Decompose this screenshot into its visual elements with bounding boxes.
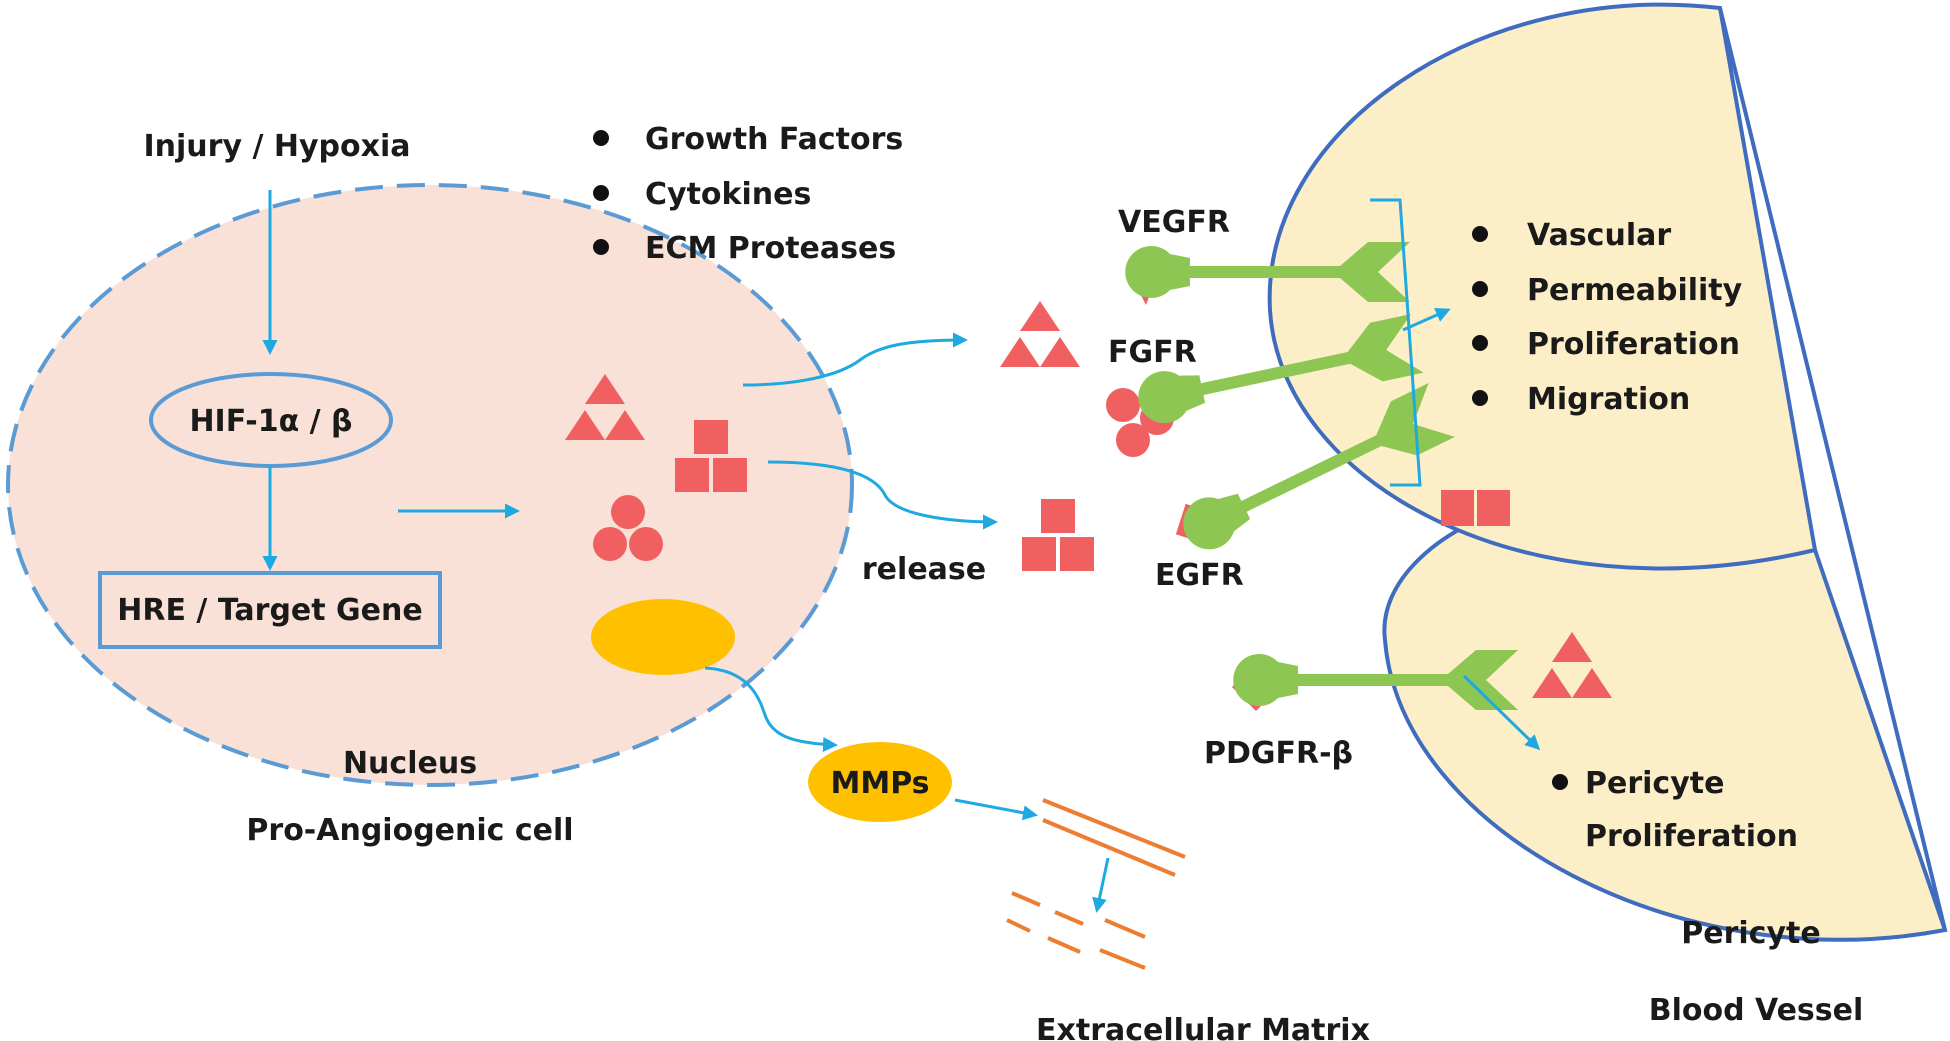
released-square-group xyxy=(1022,499,1094,571)
egfr-label: EGFR xyxy=(1155,558,1244,593)
bullet xyxy=(593,130,609,146)
effect-proliferation: Proliferation xyxy=(1527,327,1740,362)
factor-cytokines: Cytokines xyxy=(645,177,811,212)
injury-hypoxia-label: Injury / Hypoxia xyxy=(144,129,411,164)
pericyte-triangle-ligands xyxy=(1532,632,1612,698)
pericyte-label: Pericyte xyxy=(1681,916,1820,951)
blood-vessel-label: Blood Vessel xyxy=(1649,993,1864,1028)
release-arrow-lower xyxy=(767,460,998,530)
pdgfr-receptor xyxy=(1233,650,1518,710)
bracket-to-effects-arrow xyxy=(1402,308,1451,332)
ecm-degradation-arrow xyxy=(1092,857,1110,913)
vessel-square-ligands xyxy=(1441,490,1510,526)
pericyte-effect-line1: Pericyte xyxy=(1585,766,1724,801)
effect-vascular: Vascular xyxy=(1527,218,1671,253)
mmp-vesicle xyxy=(591,599,735,675)
factor-growth-factors: Growth Factors xyxy=(645,122,903,157)
release-label: release xyxy=(862,552,986,587)
effect-permeability: Permeability xyxy=(1527,273,1743,308)
fgfr-label: FGFR xyxy=(1108,335,1197,370)
cell-label: Pro-Angiogenic cell xyxy=(246,813,573,848)
ecm-label: Extracellular Matrix xyxy=(1036,1013,1370,1041)
factor-ecm-proteases: ECM Proteases xyxy=(645,231,896,266)
vegfr-label: VEGFR xyxy=(1118,205,1230,240)
pdgfr-label: PDGFR-β xyxy=(1204,736,1353,771)
bullet xyxy=(1472,335,1488,351)
hre-box xyxy=(98,571,442,649)
vessel-effects-list: Vascular Permeability Proliferation Migr… xyxy=(1472,218,1743,417)
nucleus-label: Nucleus xyxy=(343,746,477,781)
mmp-secretion-arrow xyxy=(704,666,838,752)
hif-label: HIF-1α / β xyxy=(189,404,352,439)
effect-migration: Migration xyxy=(1527,382,1690,417)
mmp-to-ecm-arrow xyxy=(954,798,1038,821)
ecm-fibers-degraded xyxy=(1006,891,1146,970)
pdgfr-to-pericyte-arrow xyxy=(1462,674,1541,751)
bullet xyxy=(593,239,609,255)
vegfr-receptor xyxy=(1125,242,1410,302)
mmps-ellipse xyxy=(808,742,952,822)
release-arrow-upper xyxy=(742,332,968,387)
bullet xyxy=(1552,774,1568,790)
bullet xyxy=(1472,226,1488,242)
released-triangle-group xyxy=(1000,301,1080,367)
secreted-factors-list: Growth Factors Cytokines ECM Proteases xyxy=(593,122,903,266)
hre-label: HRE / Target Gene xyxy=(117,593,422,628)
ecm-fibers-intact xyxy=(1042,798,1186,877)
bullet xyxy=(593,185,609,201)
bullet xyxy=(1472,390,1488,406)
bullet xyxy=(1472,281,1488,297)
mmps-label: MMPs xyxy=(830,766,929,801)
pericyte-effect-line2: Proliferation xyxy=(1585,819,1798,854)
vessel-wall-edge xyxy=(1718,7,1947,931)
receptor-bracket xyxy=(1370,198,1422,487)
